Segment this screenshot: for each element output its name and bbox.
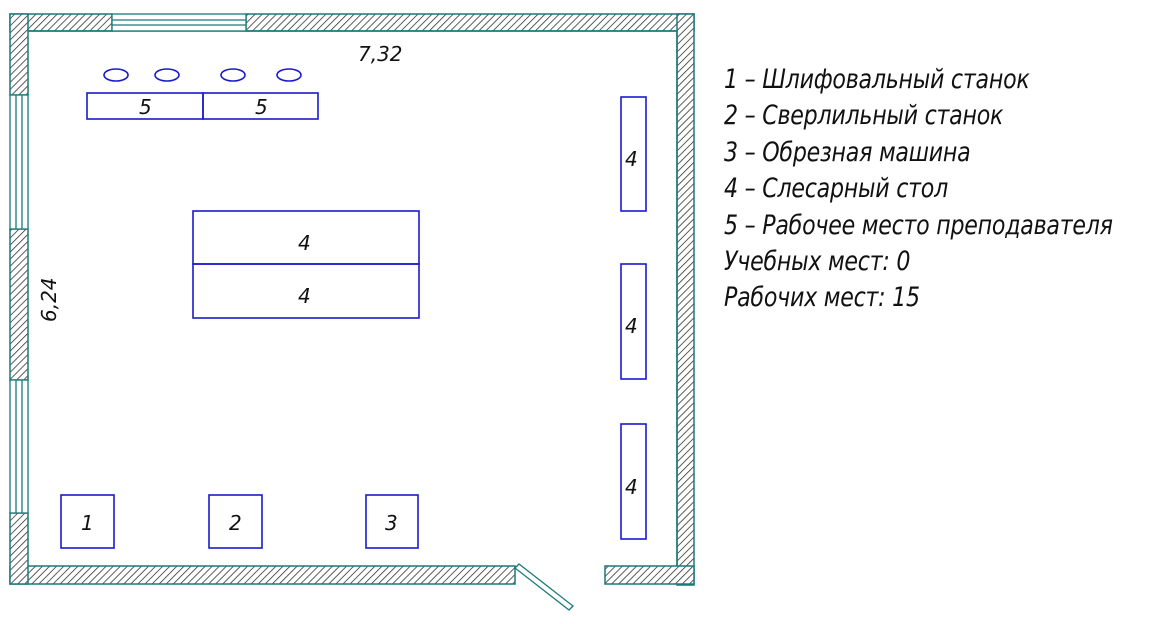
top-wall-right [245, 13, 695, 32]
center-table-2-label: 4 [298, 284, 311, 308]
right-table-1-label: 4 [625, 147, 638, 171]
chair-2 [154, 68, 180, 82]
machine-3-box [365, 494, 419, 549]
height-dimension-label: 6,24 [37, 277, 61, 322]
teacher-desk-2-label: 5 [255, 95, 268, 119]
right-tables [620, 96, 647, 540]
right-wall [676, 13, 695, 586]
width-dimension-label: 7,32 [358, 42, 403, 66]
door-leaf [514, 563, 574, 611]
left-window-lower [9, 379, 29, 514]
inner-wall-outline [28, 30, 678, 566]
legend-work-places: Рабочих мест: 15 [724, 282, 920, 314]
legend-item-3: 3 – Обрезная машина [724, 136, 971, 168]
chair-3 [220, 68, 246, 82]
left-wall-middle [9, 228, 29, 381]
left-window-upper [9, 94, 29, 230]
legend-item-4: 4 – Слесарный стол [724, 173, 948, 205]
right-table-2 [620, 263, 647, 380]
machine-1-label: 1 [81, 511, 94, 535]
legend-item-2: 2 – Сверлильный станок [724, 100, 1004, 132]
legend-item-1: 1 – Шлифовальный станок [724, 64, 1030, 95]
center-table-2 [192, 263, 420, 319]
center-table-1-label: 4 [298, 231, 311, 255]
chair-1 [103, 68, 129, 82]
legend: 1 – Шлифовальный станок 2 – Сверлильный … [724, 62, 1113, 317]
machine-2-label: 2 [229, 511, 242, 535]
legend-study-places: Учебных мест: 0 [724, 246, 911, 278]
right-table-1 [620, 96, 647, 212]
machine-1-box [60, 494, 115, 549]
teacher-desk-2 [202, 92, 319, 120]
center-tables [192, 210, 420, 319]
teacher-area [86, 68, 319, 120]
left-wall-top [9, 13, 29, 96]
bottom-wall-left [9, 565, 516, 585]
machine-3-label: 3 [385, 511, 398, 535]
legend-item-5: 5 – Рабочее место преподавателя [724, 209, 1113, 241]
machines [60, 494, 419, 549]
chair-4 [276, 68, 302, 82]
bottom-wall-right [604, 565, 695, 585]
right-table-2-label: 4 [625, 314, 638, 338]
walls [9, 13, 695, 586]
right-table-3 [620, 423, 647, 540]
teacher-desk-1-label: 5 [139, 95, 152, 119]
top-window [111, 13, 247, 32]
windows [9, 13, 247, 514]
right-table-3-label: 4 [625, 475, 638, 499]
left-wall-bottom [9, 512, 29, 585]
door [514, 563, 574, 611]
machine-2-box [208, 494, 263, 549]
